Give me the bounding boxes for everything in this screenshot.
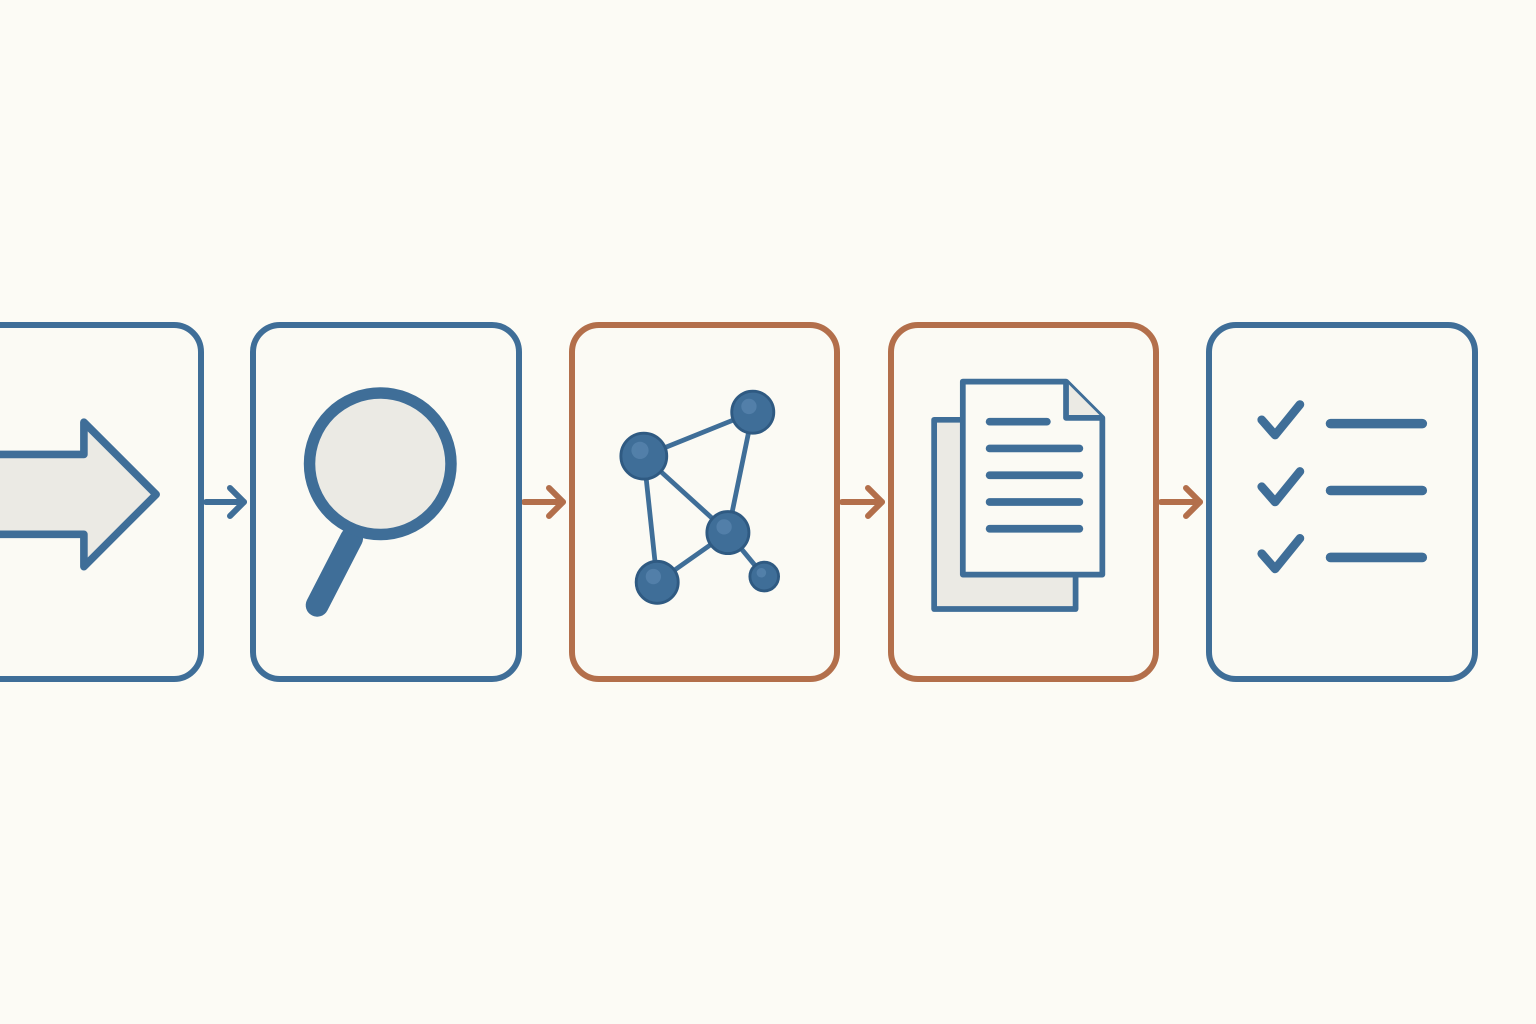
connector-arrow-1 (204, 485, 247, 519)
checklist-icon (1257, 400, 1428, 574)
stage-box-documents (888, 322, 1159, 682)
stage-box-input (0, 322, 204, 682)
connector-arrow-4 (1159, 485, 1203, 519)
stage-box-checklist (1206, 322, 1478, 682)
network-graph-icon (619, 389, 781, 605)
stacked-documents-icon (931, 378, 1106, 612)
arrow-right-icon (0, 418, 160, 571)
magnifying-glass-icon (303, 387, 457, 617)
connector-arrow-2 (522, 485, 566, 519)
stage-box-analysis (569, 322, 840, 682)
connector-arrow-3 (840, 485, 885, 519)
stage-box-search (250, 322, 522, 682)
